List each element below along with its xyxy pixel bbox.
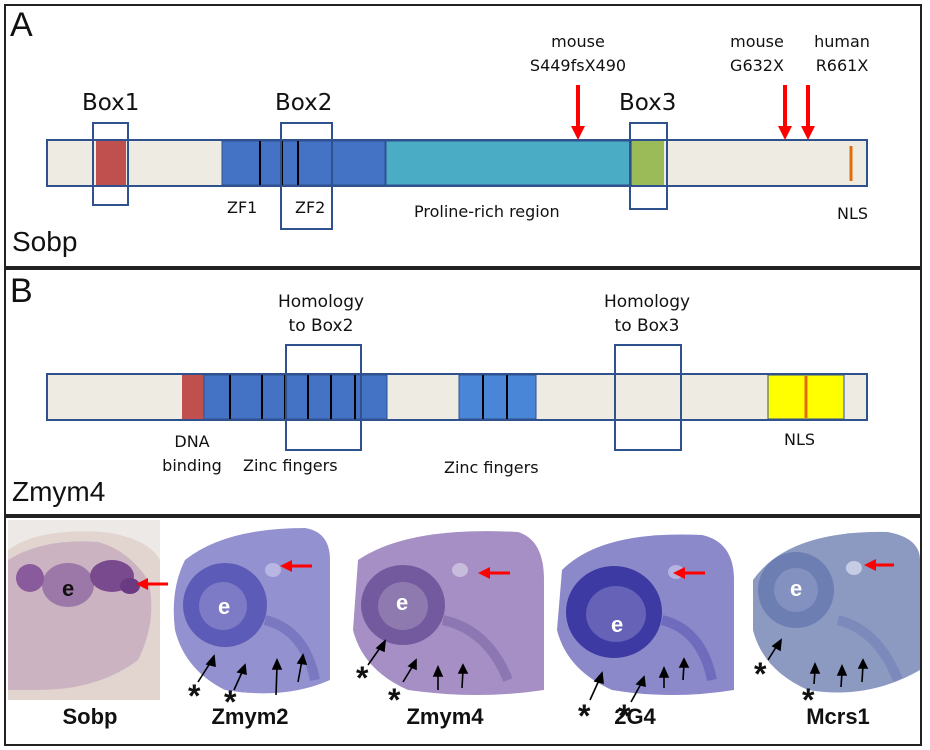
proline-label: Proline-rich region [414,202,560,221]
eye-label: e [790,576,803,601]
eye-label: e [396,590,409,615]
asterisk: * [618,698,631,734]
embryo-photo-mcrs1 [748,520,920,700]
asterisk: * [224,684,237,720]
zf1-label: ZF1 [227,198,258,217]
mutation-arrow [801,85,815,140]
eye-label: e [218,594,231,619]
zmym4-label: Zmym4 [12,476,106,507]
sobp-label: Sobp [12,226,78,257]
asterisk: * [388,682,401,718]
caption-zmym2: Zmym2 [211,704,289,729]
box1-outline [92,122,129,206]
mutation-label: mouse G632X [730,32,784,75]
asterisk: * [188,678,201,714]
homology-box3-outline [614,344,682,451]
zmym4-backbone [46,373,868,421]
caption-mcrs1: Mcrs1 [806,704,870,729]
panel-a-letter: A [10,6,33,44]
asterisk: * [802,682,815,718]
zinc-fingers-label: Zinc fingers [444,458,539,477]
homology-box2-outline [285,344,362,451]
panel-b-letter: B [10,272,33,310]
zf2-label: ZF2 [295,198,326,217]
caption-sobp: Sobp [62,704,118,729]
sobp-box1-domain [96,141,126,185]
caption-2g4: 2G4 [614,704,656,729]
box2-outline [280,122,333,230]
embryo-photo-zmym4 [348,520,544,700]
homology-box2-label: Homology to Box2 [277,292,365,336]
caption-zmym4: Zmym4 [406,704,484,729]
mutation-arrow [778,85,792,140]
asterisk: * [754,656,767,692]
zmym4-zinc-fingers-2 [458,374,537,420]
sobp-zinc-finger-region [221,140,386,186]
eye-label: e [611,612,624,637]
embryo-photo-zmym2 [165,520,330,700]
embryo-photo-sobp [8,520,160,700]
zmym4-dna-binding [182,375,204,419]
box1-label: Box1 [82,90,140,116]
homology-box3-label: Homology to Box3 [603,292,691,336]
sobp-box3-domain [632,141,664,185]
mutation-arrow [571,85,585,140]
dna-binding-label: DNA binding [162,432,222,475]
mutation-label: mouse S449fsX490 [529,32,627,75]
asterisk: * [356,660,369,696]
sobp-proline-region [385,140,633,186]
panel-a [4,4,922,268]
zmym4-nls-label: NLS [784,430,816,449]
box3-label: Box3 [619,90,677,116]
zinc-fingers-label: Zinc fingers [243,456,338,475]
zmym4-zinc-fingers-1 [203,374,388,420]
embryo-photo-2g4 [552,520,734,700]
sobp-nls-label: NLS [837,204,869,223]
domain-diagrams [46,85,868,451]
mutation-label: human R661X [814,32,870,75]
box2-label: Box2 [275,90,333,116]
box3-outline [629,122,668,210]
asterisk: * [578,698,591,734]
eye-label: e [62,576,75,601]
